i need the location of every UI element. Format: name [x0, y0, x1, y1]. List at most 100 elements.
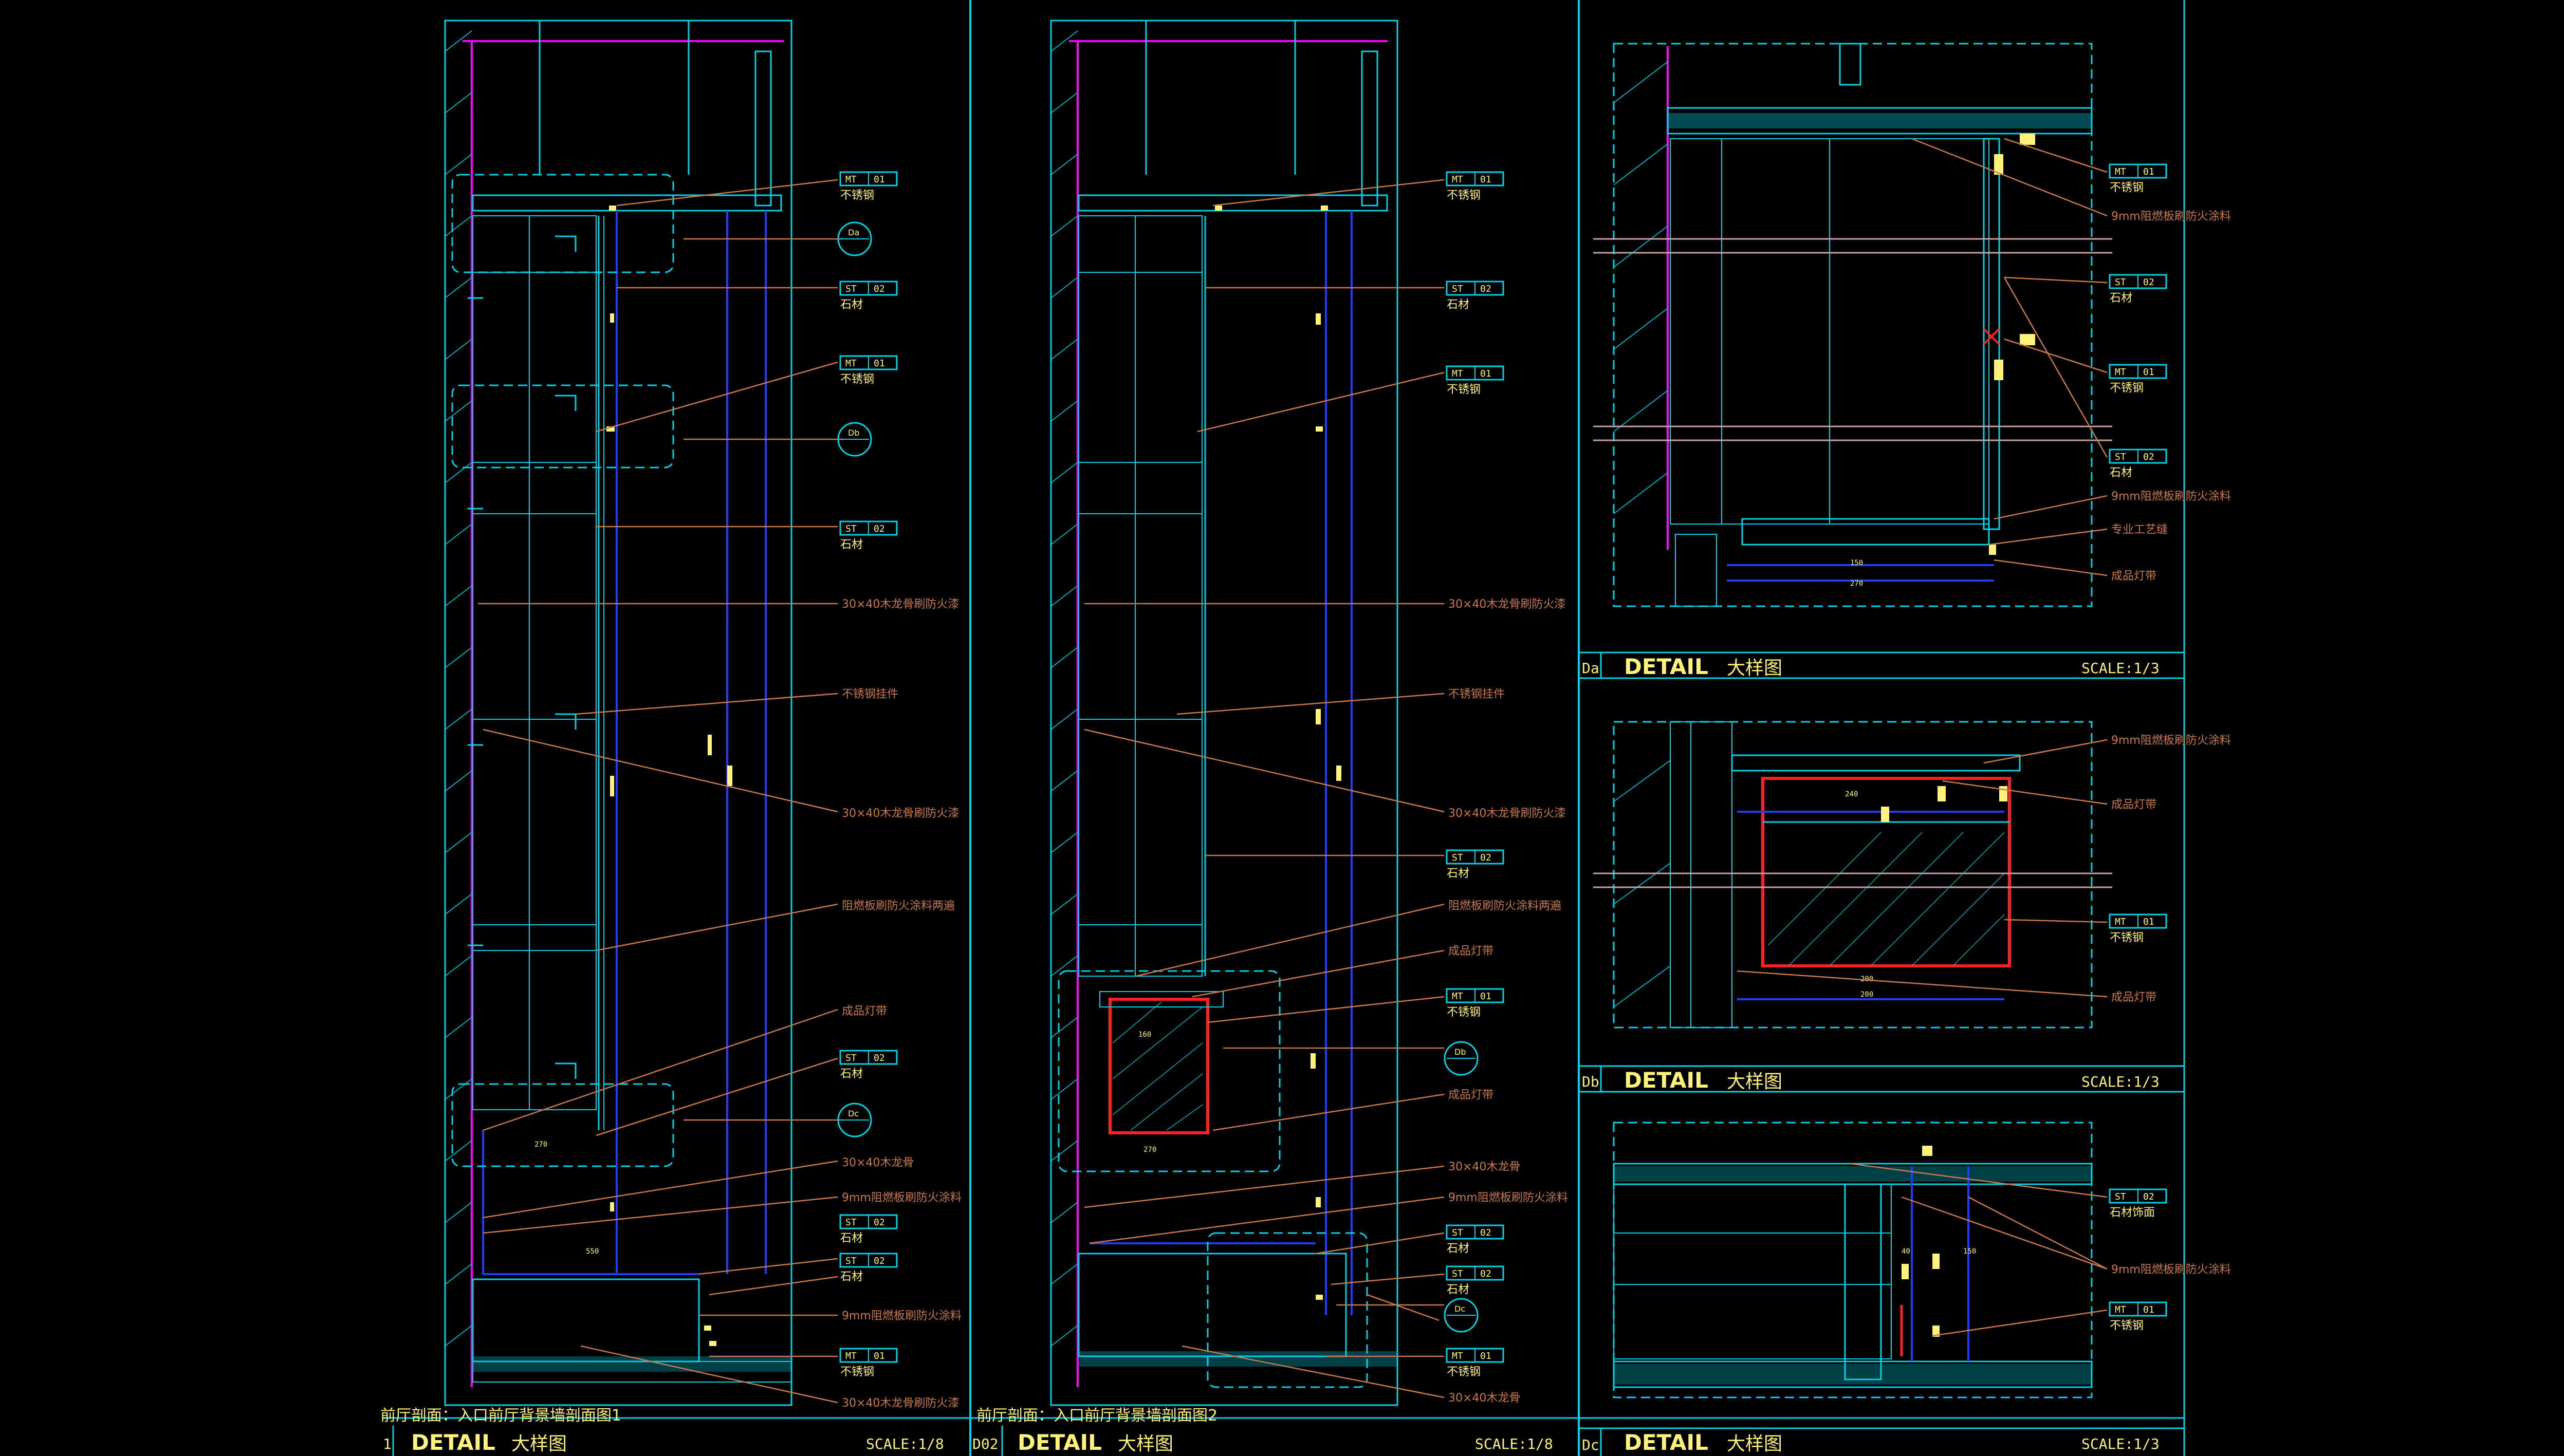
p1-tag-4[interactable]: ST 02 石材	[839, 1050, 898, 1080]
detail-cn-p2: 大样图	[1118, 1433, 1173, 1454]
title-bar-panel-1: 前厅剖面：入口前厅背景墙剖面图1 1 DETAIL 大样图 SCALE:1/8	[380, 1407, 944, 1456]
bubble-dc-p2[interactable]: Dc	[1444, 1298, 1479, 1333]
p1-tag-1-code: ST	[845, 284, 857, 294]
title-bar-panel-2: 前厅剖面：入口前厅背景墙剖面图2 D02 DETAIL 大样图 SCALE:1/…	[972, 1407, 1553, 1456]
da-tag-0-sub: 不锈钢	[2110, 181, 2144, 194]
p1-note-3: 阻燃板刷防火涂料两遍	[842, 900, 955, 912]
scale-db: SCALE:1/3	[2081, 1073, 2160, 1090]
da-tag-2-sub: 不锈钢	[2110, 382, 2144, 395]
p1-tag-0-no: 01	[874, 174, 885, 185]
scale-p1: SCALE:1/8	[866, 1435, 944, 1452]
da-tag-2[interactable]: MT 01 不锈钢	[2109, 364, 2167, 395]
p2-note-3: 阻燃板刷防火涂料两遍	[1448, 900, 1561, 912]
p2-tag-1-sub: 石材	[1447, 298, 1469, 311]
p2-tag-0-no: 01	[1480, 174, 1491, 185]
p1-tag-2-sub: 不锈钢	[840, 373, 874, 386]
detail-cn-da: 大样图	[1727, 658, 1782, 679]
scale-dc: SCALE:1/3	[2081, 1435, 2160, 1452]
da-tag-1-no: 02	[2143, 277, 2154, 288]
da-tag-3-no: 02	[2143, 452, 2154, 462]
dc-tag-1-no: 01	[2143, 1304, 2154, 1315]
leaders-details	[1737, 138, 2108, 1337]
p2-tag-6-code: ST	[1452, 1268, 1463, 1279]
p1-tag-3-code: ST	[845, 524, 857, 534]
detail-word-p1: DETAIL	[411, 1430, 495, 1455]
db-tag-0-code: MT	[2115, 917, 2126, 927]
p1-tag-4-code: ST	[845, 1053, 857, 1063]
scale-da: SCALE:1/3	[2081, 660, 2160, 677]
title-bar-detail-b: Db DETAIL 大样图 SCALE:1/3	[1579, 1065, 2184, 1093]
da-note-3: 成品灯带	[2111, 570, 2156, 583]
p1-note-8: 30×40木龙骨刷防火漆	[842, 1397, 959, 1410]
p2-note-2: 30×40木龙骨刷防火漆	[1448, 807, 1565, 820]
p1-tag-2-no: 01	[874, 358, 885, 369]
index-dc: Dc	[1582, 1436, 1599, 1453]
db-note-0: 9mm阻燃板刷防火涂料	[2111, 734, 2231, 747]
p1-tag-6-code: ST	[845, 1256, 857, 1266]
da-tag-0-no: 01	[2143, 166, 2154, 177]
svg-text:160: 160	[1138, 1031, 1151, 1039]
p2-tag-5-code: ST	[1452, 1227, 1463, 1238]
leaders-panel-1	[478, 179, 843, 1404]
p2-tag-2-no: 01	[1480, 368, 1491, 379]
db-note-1: 成品灯带	[2111, 798, 2156, 811]
p2-tag-2-code: MT	[1452, 368, 1463, 379]
index-panel-1: 1	[383, 1435, 392, 1452]
da-tag-2-code: MT	[2115, 367, 2126, 378]
p2-note-4: 成品灯带	[1448, 945, 1493, 958]
svg-text:Da: Da	[848, 228, 859, 237]
bubble-da-p1[interactable]: Da	[837, 221, 872, 256]
da-tag-0-code: MT	[2115, 166, 2126, 177]
dc-tag-0-sub: 石材饰面	[2110, 1206, 2155, 1219]
dim-200a: 200	[1860, 975, 1873, 983]
section-panel-1: 270 550	[444, 20, 792, 1406]
p1-note-2: 30×40木龙骨刷防火漆	[842, 807, 959, 820]
p1-note-0: 30×40木龙骨刷防火漆	[842, 598, 959, 611]
p2-tag-7-code: MT	[1452, 1351, 1463, 1361]
bubble-dc-p1[interactable]: Dc	[837, 1103, 872, 1137]
bubble-db-p2[interactable]: Db	[1444, 1041, 1479, 1076]
dim-240: 240	[1845, 790, 1858, 798]
dim-270: 270	[1850, 580, 1863, 588]
dim-150c: 150	[1963, 1247, 1976, 1256]
detail-bubbles: Da Db Dc Db Dc	[837, 221, 1479, 1333]
p1-tag-2-code: MT	[845, 358, 857, 369]
p2-note-0: 30×40木龙骨刷防火漆	[1448, 598, 1565, 611]
svg-text:550: 550	[586, 1247, 599, 1256]
p1-tag-6-sub: 石材	[840, 1271, 863, 1283]
da-tag-1-code: ST	[2115, 277, 2126, 288]
detail-b-drawing: 240 200 200	[1593, 721, 2112, 1029]
bubble-db-p1[interactable]: Db	[837, 422, 872, 457]
p2-note-7: 9mm阻燃板刷防火涂料	[1448, 1191, 1568, 1204]
p1-tag-4-sub: 石材	[840, 1068, 863, 1080]
da-tag-2-no: 01	[2143, 367, 2154, 378]
title-bar-detail-a: Da DETAIL 大样图 SCALE:1/3	[1579, 651, 2184, 679]
db-tag-0-no: 01	[2143, 917, 2154, 927]
da-tag-0[interactable]: MT 01 不锈钢	[2109, 163, 2167, 194]
p1-tag-4-no: 02	[874, 1053, 885, 1063]
da-note-2: 专业工艺缝	[2111, 524, 2168, 536]
